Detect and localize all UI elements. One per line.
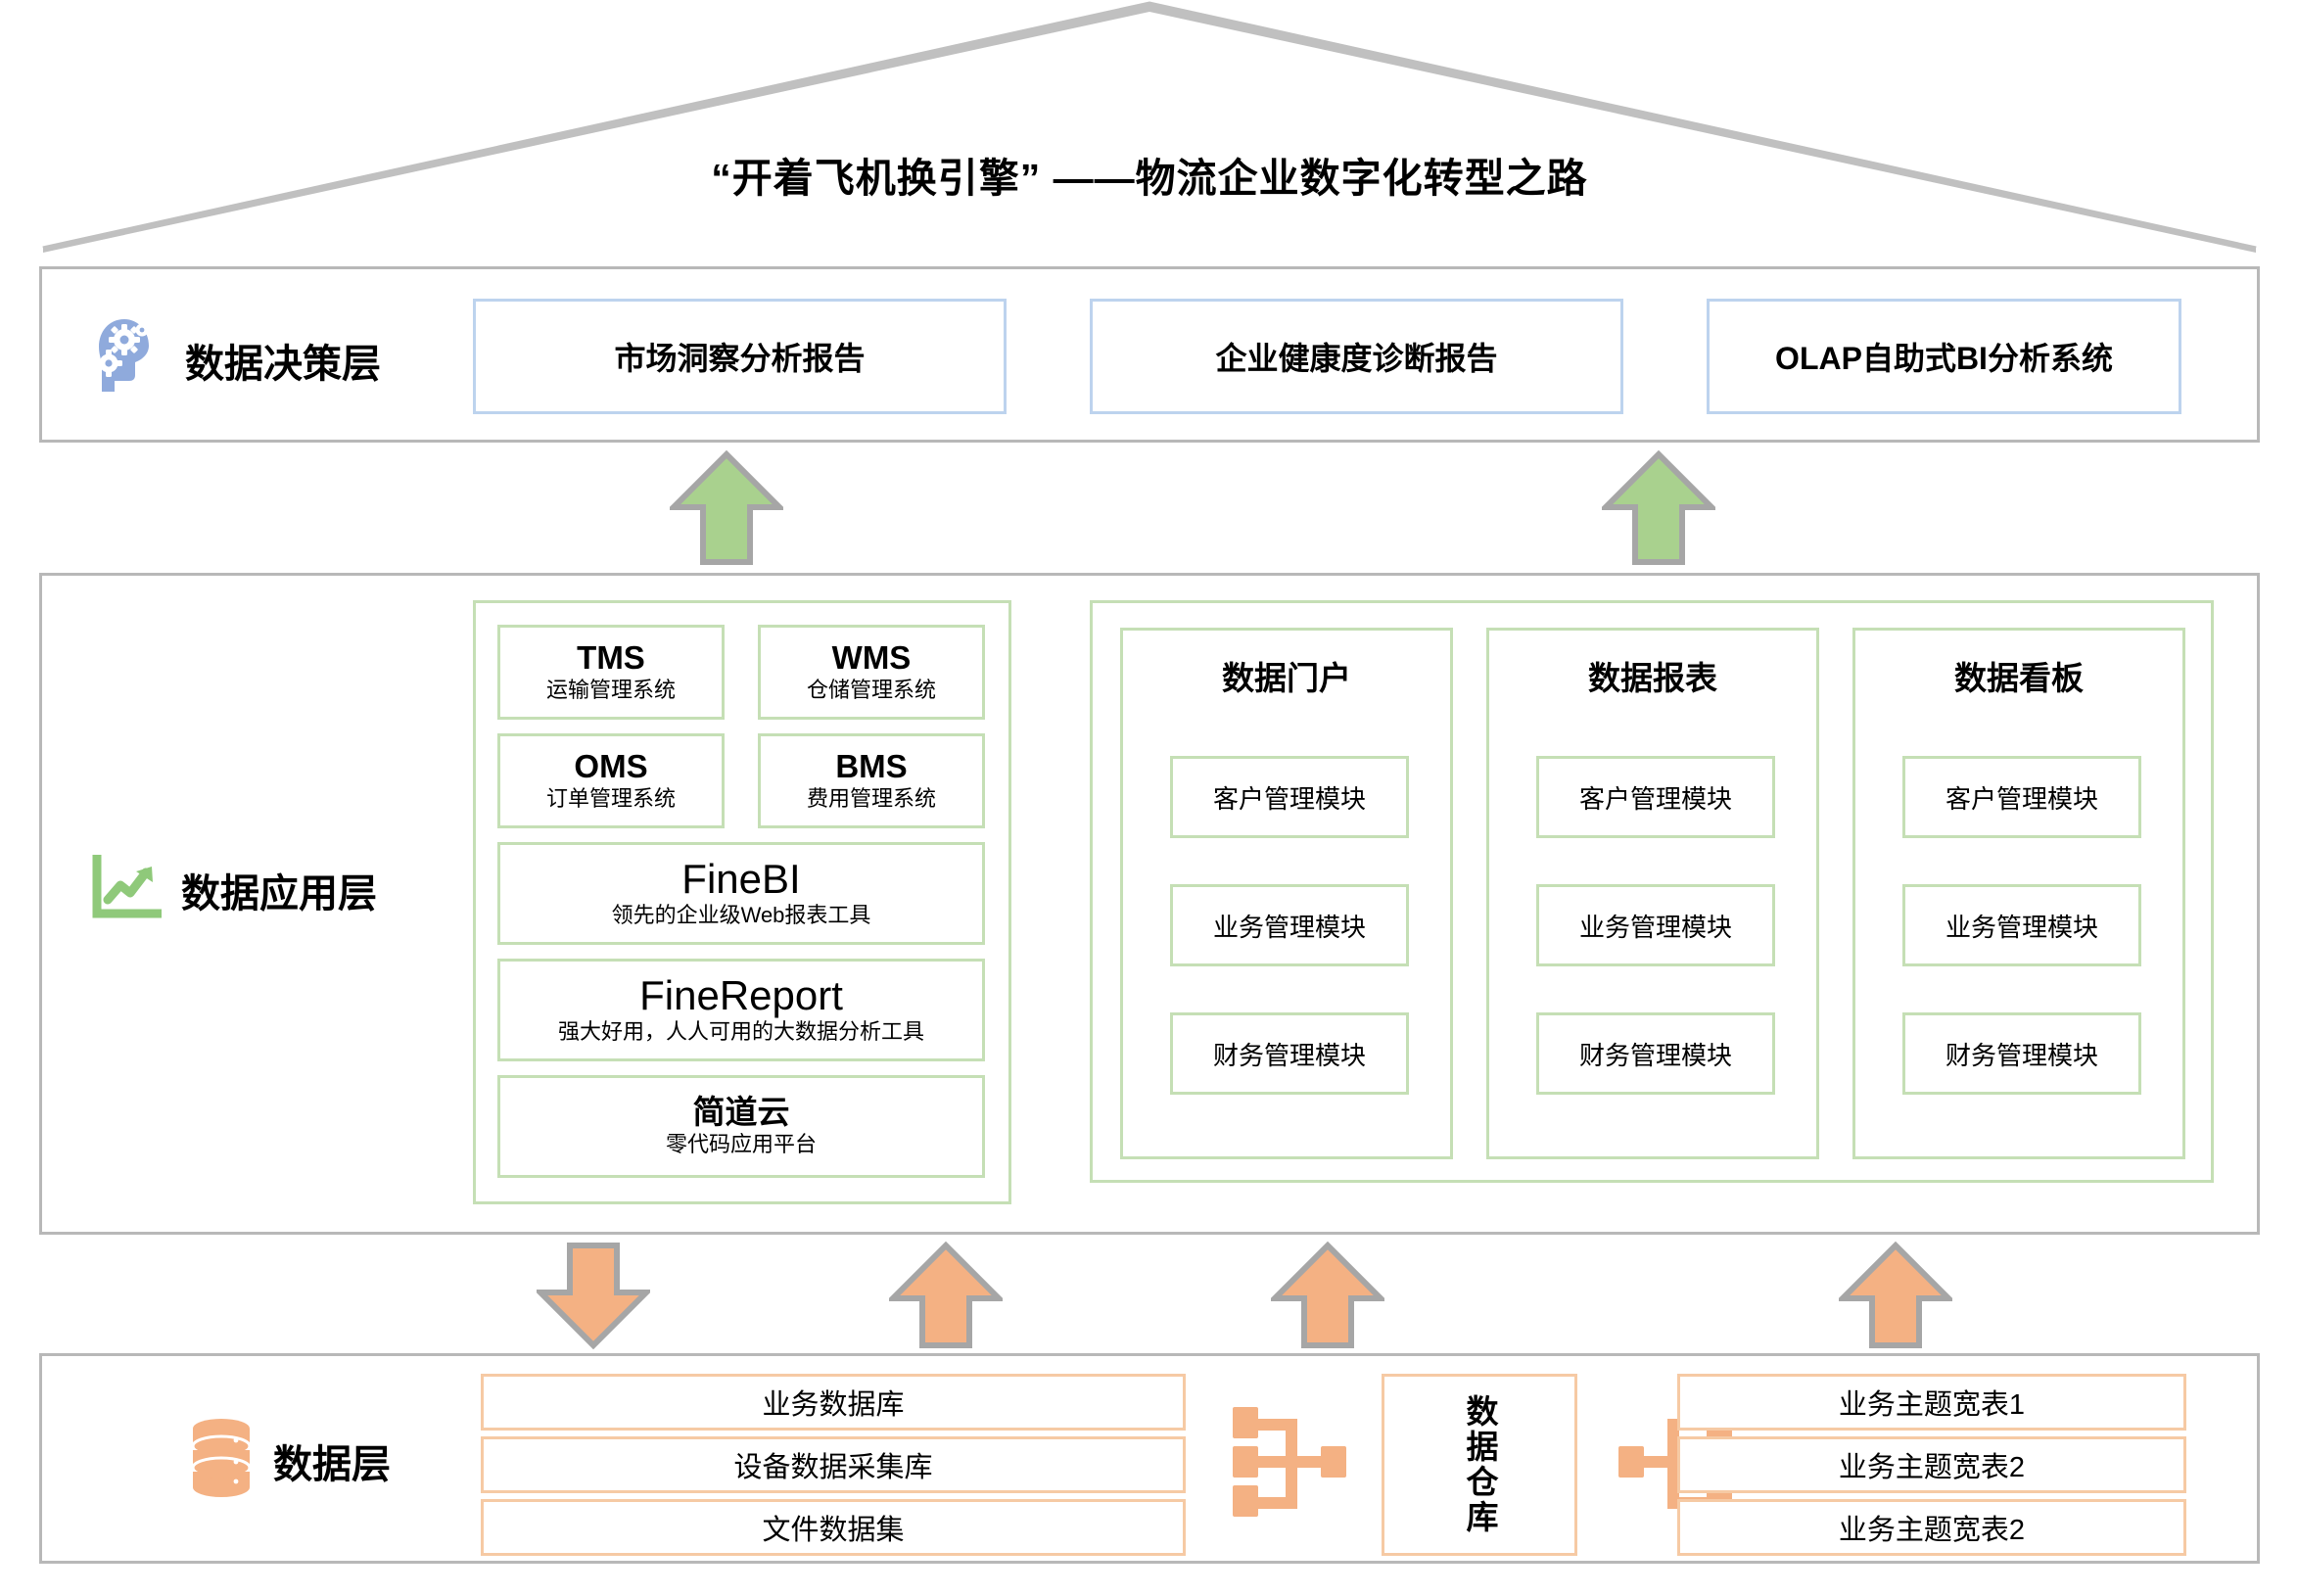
module-box-business-portal[interactable]: 业务管理模块 xyxy=(1170,884,1409,966)
application-layer-header: 数据应用层 xyxy=(91,852,377,924)
module-box-business-report[interactable]: 业务管理模块 xyxy=(1536,884,1775,966)
arrow-up-orange-3 xyxy=(1839,1242,1952,1349)
decision-box-health-diagnosis[interactable]: 企业健康度诊断报告 xyxy=(1090,299,1623,414)
arrow-up-orange-2 xyxy=(1271,1242,1384,1349)
systems-products-panel: TMS 运输管理系统 WMS 仓储管理系统 OMS 订单管理系统 BMS 费用管… xyxy=(473,600,1011,1204)
decision-layer-title: 数据决策层 xyxy=(185,342,381,386)
application-layer-title: 数据应用层 xyxy=(181,871,377,915)
data-layer-header: 数据层 xyxy=(189,1417,391,1504)
product-box-finebi[interactable]: FineBI 领先的企业级Web报表工具 xyxy=(497,842,985,945)
data-layer-panel: 数据层 业务数据库 设备数据采集库 文件数据集 xyxy=(39,1353,2260,1564)
data-warehouse-box[interactable]: 数据仓库 xyxy=(1382,1374,1577,1556)
service-card-data-portal: 数据门户 客户管理模块 业务管理模块 财务管理模块 xyxy=(1120,628,1453,1159)
service-card-data-dashboard: 数据看板 客户管理模块 业务管理模块 财务管理模块 xyxy=(1852,628,2185,1159)
decision-layer-header: 数据决策层 xyxy=(91,316,381,403)
product-box-finereport[interactable]: FineReport 强大好用，人人可用的大数据分析工具 xyxy=(497,959,985,1061)
module-box-finance-report[interactable]: 财务管理模块 xyxy=(1536,1012,1775,1095)
module-box-customer-report[interactable]: 客户管理模块 xyxy=(1536,756,1775,838)
trending-chart-icon xyxy=(91,852,163,924)
product-box-jiandaoyun[interactable]: 简道云 零代码应用平台 xyxy=(497,1075,985,1178)
decision-box-olap-bi[interactable]: OLAP自助式BI分析系统 xyxy=(1707,299,2181,414)
data-source-business-db[interactable]: 业务数据库 xyxy=(481,1374,1186,1431)
wide-table-3[interactable]: 业务主题宽表2 xyxy=(1677,1499,2186,1556)
module-box-customer-dashboard[interactable]: 客户管理模块 xyxy=(1902,756,2141,838)
application-layer-panel: 数据应用层 TMS 运输管理系统 WMS 仓储管理系统 OMS 订单管理系统 B… xyxy=(39,573,2260,1235)
data-source-device-db[interactable]: 设备数据采集库 xyxy=(481,1436,1186,1493)
decision-box-market-insight[interactable]: 市场洞察分析报告 xyxy=(473,299,1007,414)
service-card-data-report: 数据报表 客户管理模块 业务管理模块 财务管理模块 xyxy=(1486,628,1819,1159)
wide-table-1[interactable]: 业务主题宽表1 xyxy=(1677,1374,2186,1431)
roof-shape: “开着飞机换引擎” ——物流企业数字化转型之路 xyxy=(39,0,2260,253)
system-box-bms[interactable]: BMS 费用管理系统 xyxy=(758,733,985,828)
module-box-finance-dashboard[interactable]: 财务管理模块 xyxy=(1902,1012,2141,1095)
module-box-business-dashboard[interactable]: 业务管理模块 xyxy=(1902,884,2141,966)
data-layer-title: 数据层 xyxy=(273,1442,391,1486)
page-title: “开着飞机换引擎” ——物流企业数字化转型之路 xyxy=(711,156,1588,201)
head-with-gears-icon xyxy=(91,316,165,403)
arrow-up-orange-1 xyxy=(889,1242,1003,1349)
system-box-oms[interactable]: OMS 订单管理系统 xyxy=(497,733,725,828)
system-box-tms[interactable]: TMS 运输管理系统 xyxy=(497,625,725,720)
arrow-down-orange xyxy=(537,1242,650,1349)
module-box-customer-portal[interactable]: 客户管理模块 xyxy=(1170,756,1409,838)
arrow-up-green-right xyxy=(1602,450,1715,566)
wide-table-2[interactable]: 业务主题宽表2 xyxy=(1677,1436,2186,1493)
system-box-wms[interactable]: WMS 仓储管理系统 xyxy=(758,625,985,720)
data-source-file-dataset[interactable]: 文件数据集 xyxy=(481,1499,1186,1556)
decision-layer-panel: 数据决策层 市场洞察分析报告 企业健康度诊断报告 OLAP自助式BI分析系统 xyxy=(39,266,2260,443)
database-cylinder-icon xyxy=(189,1417,254,1504)
module-box-finance-portal[interactable]: 财务管理模块 xyxy=(1170,1012,1409,1095)
merge-connector-icon xyxy=(1231,1403,1348,1521)
arrow-up-green-left xyxy=(670,450,783,566)
data-services-panel: 数据门户 客户管理模块 业务管理模块 财务管理模块 数据报表 客户管理模块 业 xyxy=(1090,600,2214,1183)
